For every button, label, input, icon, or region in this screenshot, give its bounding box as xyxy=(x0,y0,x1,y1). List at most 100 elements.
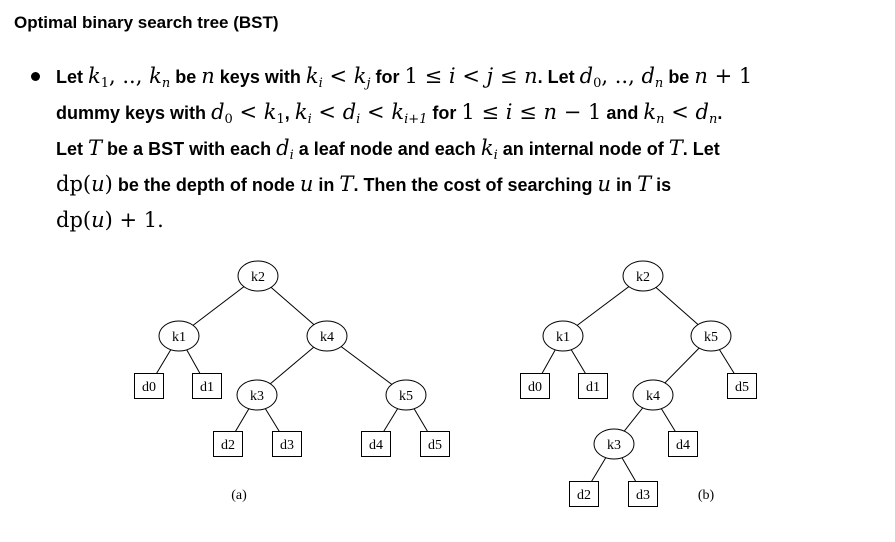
leaf-node-d2: d2 xyxy=(569,481,599,507)
math-u: u xyxy=(299,172,314,196)
leaf-label: d4 xyxy=(676,438,690,453)
internal-node-k2: k2 xyxy=(237,260,279,292)
internal-node-k1: k1 xyxy=(158,320,200,352)
leaf-box xyxy=(569,481,599,507)
node-ellipse xyxy=(632,379,674,411)
internal-node-k5: k5 xyxy=(385,379,427,411)
bullet-text: Let k1, .., kn be n keys with ki < kj fo… xyxy=(56,58,886,238)
word: . Then the cost of searching xyxy=(353,175,593,195)
leaf-node-d5: d5 xyxy=(420,431,450,457)
math-T: T xyxy=(339,172,354,196)
math-key-sequence: k1, .., kn xyxy=(88,64,171,91)
node-ellipse xyxy=(542,320,584,352)
text-line-2: dummy keys with d0 < k1, ki < di < ki+1 … xyxy=(56,94,886,130)
math-dummy-sequence: d0, .., dn xyxy=(579,64,664,91)
leaf-box xyxy=(272,431,302,457)
leaf-label: d0 xyxy=(142,380,156,395)
node-ellipse xyxy=(622,260,664,292)
leaf-label: d5 xyxy=(735,380,749,395)
leaf-box xyxy=(213,431,243,457)
text-line-1: Let k1, .., kn be n keys with ki < kj fo… xyxy=(56,58,886,94)
leaf-label: d0 xyxy=(528,380,542,395)
word: and xyxy=(606,103,639,123)
page-title: Optimal binary search tree (BST) xyxy=(14,13,279,32)
node-ellipse xyxy=(306,320,348,352)
leaf-box xyxy=(420,431,450,457)
math-u: u xyxy=(597,172,612,196)
node-ellipse xyxy=(237,260,279,292)
leaf-label: d2 xyxy=(577,488,591,503)
math-T: T xyxy=(88,136,103,160)
word: be the depth of node xyxy=(117,175,295,195)
word: be xyxy=(668,67,690,87)
word: be a BST with each xyxy=(107,139,272,159)
internal-node-k4: k4 xyxy=(632,379,674,411)
math-cost-formula: dp(u) + 1 xyxy=(56,208,158,232)
node-label: k1 xyxy=(556,330,570,345)
internal-node-k4: k4 xyxy=(306,320,348,352)
leaf-node-d2: d2 xyxy=(213,431,243,457)
word: . Let xyxy=(682,139,720,159)
leaf-node-d4: d4 xyxy=(668,431,698,457)
internal-node-k5: k5 xyxy=(690,320,732,352)
node-label: k5 xyxy=(704,330,718,345)
leaf-box xyxy=(192,373,222,399)
leaf-node-d0: d0 xyxy=(520,373,550,399)
leaf-node-d1: d1 xyxy=(578,373,608,399)
word: for xyxy=(375,67,400,87)
text-line-3: Let T be a BST with each di a leaf node … xyxy=(56,130,886,166)
word: Let xyxy=(56,139,83,159)
node-label: k2 xyxy=(636,270,650,285)
tree-b: k2 k1 k5 k4 k3 d0 d1 d5 d4 d2 d3 (b) xyxy=(520,260,757,507)
node-label: k3 xyxy=(250,389,264,404)
math-n-plus-one: n + 1 xyxy=(694,64,753,88)
word: . xyxy=(717,103,723,123)
math-index-range: 1 ≤ i < j ≤ n xyxy=(404,64,538,88)
leaf-node-d3: d3 xyxy=(628,481,658,507)
tree-caption: (b) xyxy=(698,488,715,503)
internal-node-k3: k3 xyxy=(236,379,278,411)
word: keys with xyxy=(219,67,301,87)
node-label: k2 xyxy=(251,270,265,285)
leaf-label: d2 xyxy=(221,438,235,453)
internal-node-k2: k2 xyxy=(622,260,664,292)
math-T: T xyxy=(637,172,652,196)
leaf-node-d0: d0 xyxy=(134,373,164,399)
leaf-box xyxy=(578,373,608,399)
word: . xyxy=(157,208,164,232)
node-label: k4 xyxy=(320,330,334,345)
node-ellipse xyxy=(385,379,427,411)
leaf-node-d1: d1 xyxy=(192,373,222,399)
math-d0-lt-k1: d0 < k1 xyxy=(211,100,285,127)
word: be xyxy=(175,67,197,87)
leaf-box xyxy=(520,373,550,399)
word: is xyxy=(656,175,672,195)
math-key-order: ki < kj xyxy=(305,64,371,91)
leaf-box xyxy=(361,431,391,457)
node-label: k1 xyxy=(172,330,186,345)
text-line-4: dp(u) be the depth of node u in T. Then … xyxy=(56,166,886,202)
leaf-box xyxy=(727,373,757,399)
leaf-box xyxy=(628,481,658,507)
node-label: k4 xyxy=(646,389,660,404)
bullet-dot xyxy=(31,72,40,81)
internal-node-k1: k1 xyxy=(542,320,584,352)
text-line-5: dp(u) + 1. xyxy=(56,202,886,238)
node-label: k5 xyxy=(399,389,413,404)
leaf-label: d3 xyxy=(636,488,650,503)
leaf-node-d4: d4 xyxy=(361,431,391,457)
leaf-box xyxy=(134,373,164,399)
node-label: k3 xyxy=(607,438,621,453)
node-ellipse xyxy=(236,379,278,411)
word: an internal node of xyxy=(502,139,664,159)
leaf-box xyxy=(668,431,698,457)
word: dummy keys with xyxy=(56,103,207,123)
node-ellipse xyxy=(158,320,200,352)
leaf-label: d5 xyxy=(428,438,442,453)
leaf-label: d3 xyxy=(280,438,294,453)
math-di: di xyxy=(276,136,294,163)
math-dp-u: dp(u) xyxy=(56,172,113,196)
math-ki-lt-di-lt-ki1: ki < di < ki+1 xyxy=(294,100,428,127)
word: in xyxy=(616,175,633,195)
